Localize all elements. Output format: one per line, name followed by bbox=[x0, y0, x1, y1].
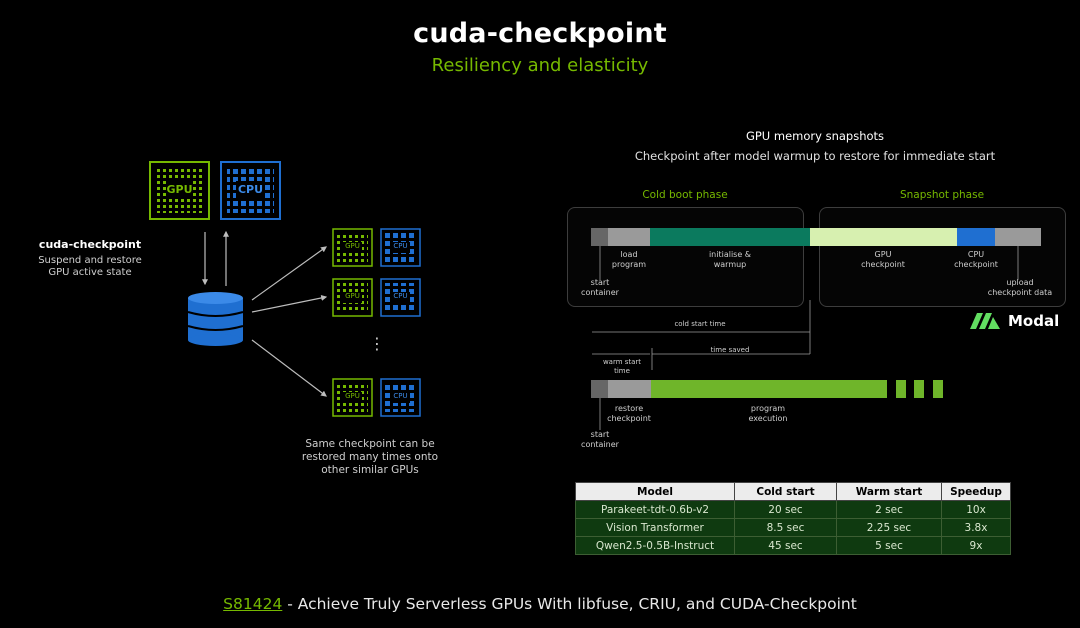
snapshots-heading: GPU memory snapshots bbox=[745, 129, 885, 143]
modal-brand: Modal bbox=[1008, 312, 1060, 330]
start-container-label-2: start container bbox=[581, 430, 619, 449]
restore-checkpoint-label: restore checkpoint bbox=[607, 404, 651, 423]
gpu-chip-icon bbox=[149, 161, 210, 220]
performance-table: Model Cold start Warm start Speedup Para… bbox=[575, 482, 1011, 555]
description-line-2: GPU active state bbox=[48, 267, 132, 278]
cold-start-time-label: cold start time bbox=[674, 320, 726, 328]
description-title: cuda-checkpoint bbox=[38, 238, 142, 251]
upload-checkpoint-label: upload checkpoint data bbox=[987, 278, 1053, 297]
start-container-label: start container bbox=[581, 278, 619, 297]
load-program-segment bbox=[608, 228, 650, 246]
performance-table-container: Model Cold start Warm start Speedup Para… bbox=[575, 482, 1011, 555]
mini-cpu-label-2: CPU bbox=[393, 292, 408, 300]
gpu-checkpoint-segment bbox=[810, 228, 957, 246]
restore-caption-line-3: other similar GPUs bbox=[321, 464, 419, 476]
gpu-chip-label: GPU bbox=[166, 183, 193, 196]
header-cold-start: Cold start bbox=[734, 482, 837, 501]
header-speedup: Speedup bbox=[941, 482, 1011, 501]
mini-gpu-label-3: GPU bbox=[345, 392, 360, 400]
cell-cold-start: 8.5 sec bbox=[734, 518, 837, 537]
header-warm-start: Warm start bbox=[836, 482, 942, 501]
cpu-chip-icon bbox=[220, 161, 281, 220]
mini-gpu-label-1: GPU bbox=[345, 242, 360, 250]
restore-checkpoint-segment bbox=[608, 380, 651, 398]
cell-warm-start: 2.25 sec bbox=[836, 518, 942, 537]
table-row: Parakeet-tdt-0.6b-v2 20 sec 2 sec 10x bbox=[575, 500, 1011, 519]
gpu-checkpoint-label: GPU checkpoint bbox=[861, 250, 905, 269]
execution-continuation-2 bbox=[914, 380, 924, 398]
upload-checkpoint-segment bbox=[995, 228, 1041, 246]
time-saved-label: time saved bbox=[710, 346, 750, 354]
cold-boot-phase-box bbox=[567, 207, 804, 307]
restore-caption-line-1: Same checkpoint can be bbox=[305, 438, 435, 450]
initialise-warmup-segment bbox=[650, 228, 810, 246]
execution-continuation-3 bbox=[933, 380, 943, 398]
cell-speedup: 3.8x bbox=[941, 518, 1011, 537]
snapshots-subheading: Checkpoint after model warmup to restore… bbox=[634, 149, 996, 163]
session-title: - Achieve Truly Serverless GPUs With lib… bbox=[282, 595, 857, 613]
modal-logo-icon bbox=[970, 313, 1000, 329]
snapshot-phase-box bbox=[819, 207, 1066, 307]
restore-caption-line-2: restored many times onto bbox=[301, 451, 439, 463]
cell-speedup: 10x bbox=[941, 500, 1011, 519]
header-model: Model bbox=[575, 482, 735, 501]
page-subtitle: Resiliency and elasticity bbox=[431, 55, 649, 76]
cpu-checkpoint-label: CPU checkpoint bbox=[954, 250, 998, 269]
load-program-label: load program bbox=[611, 250, 647, 269]
program-execution-segment bbox=[651, 380, 887, 398]
session-footer: S81424 - Achieve Truly Serverless GPUs W… bbox=[0, 595, 1080, 613]
program-execution-label: program execution bbox=[748, 404, 788, 423]
execution-continuation-1 bbox=[896, 380, 906, 398]
left-diagram bbox=[149, 161, 421, 417]
snapshot-phase-label: Snapshot phase bbox=[899, 189, 985, 201]
cpu-checkpoint-segment bbox=[957, 228, 995, 246]
mini-gpu-cpu-pair-2 bbox=[332, 278, 421, 317]
cell-model: Parakeet-tdt-0.6b-v2 bbox=[575, 500, 735, 519]
mini-cpu-label-3: CPU bbox=[393, 392, 408, 400]
initialise-warmup-label: initialise & warmup bbox=[708, 250, 752, 269]
cell-cold-start: 20 sec bbox=[734, 500, 837, 519]
start-container-segment bbox=[591, 228, 608, 246]
cpu-chip-label: CPU bbox=[237, 183, 264, 196]
cell-model: Qwen2.5-0.5B-Instruct bbox=[575, 536, 735, 555]
mini-gpu-cpu-pair-1 bbox=[332, 228, 421, 267]
table-header-row: Model Cold start Warm start Speedup bbox=[575, 482, 1011, 501]
restore-arrow-2 bbox=[251, 295, 328, 313]
more-ellipsis: ⋮ bbox=[369, 334, 385, 353]
page-title: cuda-checkpoint bbox=[413, 18, 667, 49]
description-line-1: Suspend and restore bbox=[38, 255, 142, 266]
cold-boot-phase-label: Cold boot phase bbox=[642, 189, 728, 201]
session-code-link[interactable]: S81424 bbox=[223, 595, 283, 613]
cell-warm-start: 5 sec bbox=[836, 536, 942, 555]
restore-caption: Same checkpoint can be restored many tim… bbox=[285, 438, 455, 477]
cuda-checkpoint-description: cuda-checkpoint Suspend and restore GPU … bbox=[30, 238, 150, 279]
warm-start-time-label: warm start time bbox=[602, 358, 642, 375]
cell-warm-start: 2 sec bbox=[836, 500, 942, 519]
mini-cpu-label-1: CPU bbox=[393, 242, 408, 250]
mini-gpu-label-2: GPU bbox=[345, 292, 360, 300]
table-row: Qwen2.5-0.5B-Instruct 45 sec 5 sec 9x bbox=[575, 536, 1011, 555]
warm-start-container-segment bbox=[591, 380, 608, 398]
database-icon bbox=[187, 292, 244, 346]
cell-model: Vision Transformer bbox=[575, 518, 735, 537]
cell-speedup: 9x bbox=[941, 536, 1011, 555]
mini-gpu-cpu-pair-3 bbox=[332, 378, 421, 417]
cell-cold-start: 45 sec bbox=[734, 536, 837, 555]
table-row: Vision Transformer 8.5 sec 2.25 sec 3.8x bbox=[575, 518, 1011, 537]
restore-arrow-3 bbox=[251, 339, 327, 397]
bottom-leaders bbox=[599, 398, 601, 430]
restore-arrow-1 bbox=[251, 246, 327, 301]
timeline-leaders bbox=[592, 246, 1019, 370]
